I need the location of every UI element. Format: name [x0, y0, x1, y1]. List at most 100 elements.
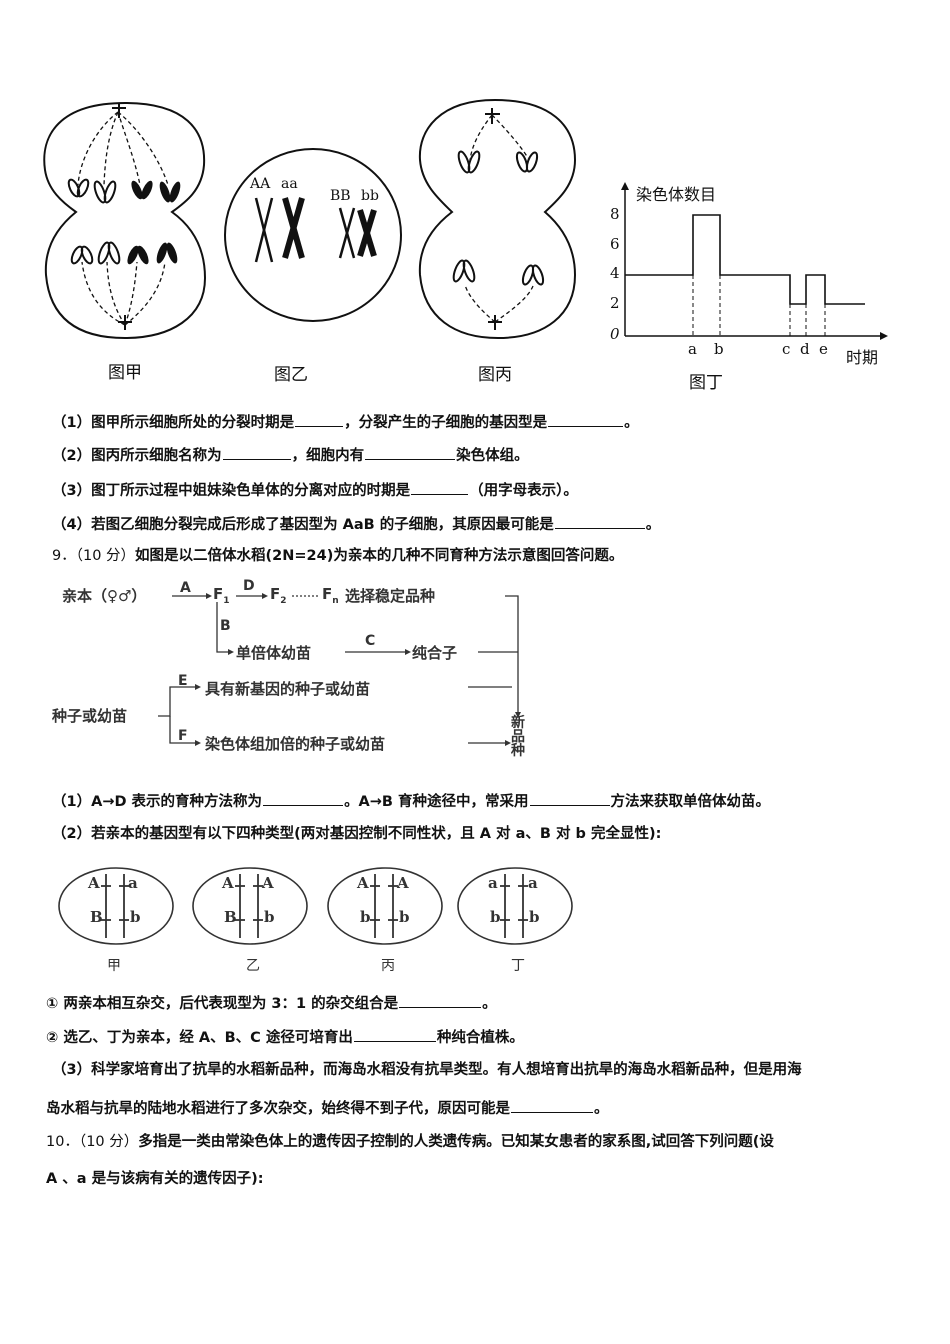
- q8-sub3-num: （3）: [52, 483, 92, 499]
- q8-sub2: （2）图丙所示细胞名称为，细胞内有染色体组。: [52, 444, 529, 466]
- q9-c1-blank[interactable]: [399, 992, 482, 1008]
- ding-ytick-8: 8: [610, 205, 620, 223]
- q8-sub2-blank-2[interactable]: [365, 444, 456, 460]
- ding-ytick-2: 2: [610, 294, 620, 312]
- q8-sub4-blank-1[interactable]: [554, 513, 645, 529]
- q10-line1: 10．（10 分）多指是一类由常染色体上的遗传因子控制的人类遗传病。已知某女患者…: [46, 1132, 774, 1152]
- q9-sub3-line1: （3）科学家培育出了抗旱的水稻新品种，而海岛水稻没有抗旱类型。有人想培育出抗旱的…: [52, 1062, 802, 1078]
- q8-sub1-blank-1[interactable]: [295, 411, 344, 427]
- flow-F2-sub: 2: [280, 596, 287, 606]
- q9-sub2: （2）若亲本的基因型有以下四种类型(两对基因控制不同性状，且 A 对 a、B 对…: [52, 824, 661, 844]
- flow-select: 选择稳定品种: [345, 587, 436, 605]
- flow-parent: 亲本（♀♂）: [62, 587, 147, 605]
- cell-yi-label: 乙: [246, 958, 260, 974]
- ding-xtick-c: c: [782, 340, 791, 358]
- cell-jia-top-left: A: [88, 874, 100, 892]
- cell-ding-bottom-left: b: [490, 908, 501, 926]
- cell-ding-top-right: a: [528, 874, 538, 892]
- flow-Fn-sub: n: [332, 596, 339, 606]
- q9-sub2-text: 若亲本的基因型有以下四种类型(两对基因控制不同性状，且 A 对 a、B 对 b …: [91, 826, 662, 842]
- figure-top: [43, 98, 888, 340]
- cell-yi-diagram: [224, 148, 402, 322]
- flow-label-E: E: [178, 673, 188, 689]
- ding-ytick-6: 6: [610, 235, 620, 253]
- q8-sub2-text-2: ，细胞内有: [291, 448, 365, 464]
- q10-score: （10 分）: [78, 1134, 139, 1150]
- q9-sub1-blank-1[interactable]: [263, 790, 344, 806]
- cell-jia-bottom-right: b: [130, 908, 141, 926]
- q9-c2-text-2: 种纯合植株。: [436, 1030, 524, 1046]
- q8-sub3-text-2: （用字母表示）。: [469, 483, 578, 499]
- q9-c2-blank[interactable]: [353, 1026, 436, 1042]
- genotype-cells: [58, 867, 573, 945]
- q8-sub2-text-3: 染色体组。: [456, 448, 529, 464]
- q8-sub4-num: （4）: [52, 517, 92, 533]
- q9-score: （10 分）: [75, 548, 136, 564]
- q9-sub2-num: （2）: [52, 826, 92, 842]
- q9-sub3-blank[interactable]: [511, 1097, 593, 1113]
- q8-sub1-blank-2[interactable]: [548, 411, 624, 427]
- flow-haploid: 单倍体幼苗: [236, 644, 312, 662]
- yi-gene-BB: BB: [330, 188, 351, 204]
- flow-F1: F1: [213, 585, 230, 606]
- flow-F1-letter: F: [213, 585, 224, 603]
- q9-sub1-text-3: 方法来获取单倍体幼苗。: [610, 794, 771, 810]
- flow-label-B: B: [220, 618, 231, 634]
- q9-sub3-line2: 岛水稻与抗旱的陆地水稻进行了多次杂交，始终得不到子代，原因可能是 。: [46, 1097, 609, 1119]
- q9-c1: ① 两亲本相互杂交，后代表现型为 3：1 的杂交组合是 。: [46, 992, 497, 1014]
- flow-label-C: C: [365, 633, 376, 649]
- flow-newvariety-1: 新: [511, 715, 525, 731]
- q9-sub1-text-2: 。A→B 育种途径中，常采用: [344, 794, 529, 810]
- flow-newgene: 具有新基因的种子或幼苗: [205, 680, 371, 698]
- q9-sub3-text-2: 。: [594, 1101, 609, 1117]
- ding-xtick-a: a: [688, 340, 697, 358]
- q9-c2: ② 选乙、丁为亲本，经 A、B、C 途径可培育出 种纯合植株。: [46, 1026, 524, 1048]
- ding-chart: [621, 182, 888, 340]
- q8-sub3-blank-1[interactable]: [411, 479, 469, 495]
- cell-jia-label: 甲: [107, 958, 121, 974]
- q8-sub4: （4）若图乙细胞分裂完成后形成了基因型为 AaB 的子细胞，其原因最可能是。: [52, 513, 660, 535]
- q8-sub1: （1）图甲所示细胞所处的分裂时期是，分裂产生的子细胞的基因型是。: [52, 411, 639, 433]
- flow-newvariety-2: 品: [511, 729, 525, 745]
- q9-sub1-text-1: A→D 表示的育种方法称为: [91, 794, 263, 810]
- q9-sub1: （1）A→D 表示的育种方法称为 。A→B 育种途径中，常采用 方法来获取单倍体幼苗…: [52, 790, 770, 812]
- cell-yi-top-right: A: [262, 874, 274, 892]
- flow-pure: 纯合子: [412, 644, 458, 662]
- ding-xtick-d: d: [800, 340, 810, 358]
- q9-sub3-text-1: 岛水稻与抗旱的陆地水稻进行了多次杂交，始终得不到子代，原因可能是: [46, 1101, 510, 1117]
- flow-label-D: D: [243, 578, 255, 594]
- ding-xtick-e: e: [819, 340, 828, 358]
- cell-jia-diagram: [43, 101, 207, 340]
- cell-bing-bottom-left: b: [360, 908, 371, 926]
- q9-c2-text-1: ② 选乙、丁为亲本，经 A、B、C 途径可培育出: [46, 1030, 353, 1046]
- cell-ding-label: 丁: [511, 958, 525, 974]
- yi-gene-aa: aa: [281, 176, 298, 192]
- ding-label: 图丁: [689, 373, 723, 393]
- q10-number: 10．: [46, 1134, 79, 1150]
- breeding-flow-lines: [158, 593, 521, 746]
- flow-F1-sub: 1: [223, 596, 230, 606]
- flow-seed: 种子或幼苗: [52, 707, 128, 725]
- q9-c1-text-2: 。: [482, 996, 497, 1012]
- q9-sub1-blank-2[interactable]: [529, 790, 610, 806]
- cell-yi-top-left: A: [222, 874, 234, 892]
- cell-bing-bottom-right: b: [399, 908, 410, 926]
- q8-sub1-text-2: ，分裂产生的子细胞的基因型是: [344, 415, 548, 431]
- flow-F2-letter: F: [270, 585, 281, 603]
- q8-sub1-text-1: 图甲所示细胞所处的分裂时期是: [91, 415, 295, 431]
- q8-sub2-blank-1[interactable]: [222, 444, 291, 460]
- flow-newvariety: 新 品 种: [511, 716, 527, 758]
- q8-sub4-text-1: 若图乙细胞分裂完成后形成了基因型为 AaB 的子细胞，其原因最可能是: [91, 517, 554, 533]
- cell-bing-top-right: A: [397, 874, 409, 892]
- bing-label: 图丙: [478, 365, 512, 385]
- cell-bing-diagram: [418, 98, 577, 340]
- cell-yi-bottom-left: B: [224, 908, 237, 926]
- q9-c1-text-1: ① 两亲本相互杂交，后代表现型为 3：1 的杂交组合是: [46, 996, 399, 1012]
- cell-ding-bottom-right: b: [529, 908, 540, 926]
- q8-sub3-text-1: 图丁所示过程中姐妹染色单体的分离对应的时期是: [91, 483, 411, 499]
- ding-ylabel: 染色体数目: [636, 185, 717, 204]
- q8-sub1-text-3: 。: [624, 415, 639, 431]
- q9-sub1-num: （1）: [52, 794, 92, 810]
- ding-ytick-0: 0: [610, 325, 620, 343]
- q8-sub3: （3）图丁所示过程中姐妹染色单体的分离对应的时期是 （用字母表示）。: [52, 479, 578, 501]
